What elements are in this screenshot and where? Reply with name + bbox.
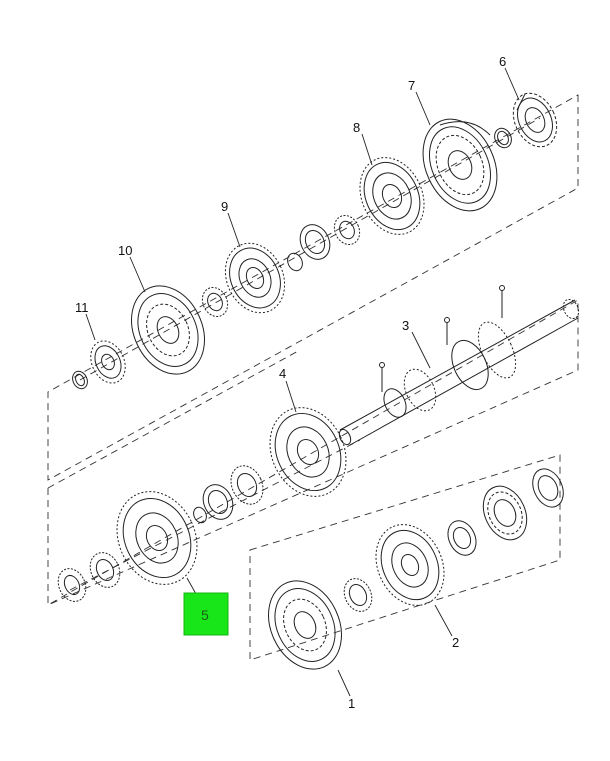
snap-ring-upper <box>287 252 303 272</box>
part-11-ring <box>72 370 88 390</box>
callout-5-highlight[interactable]: 5 <box>183 592 229 636</box>
part-3-main-shaft <box>338 285 580 446</box>
needle-bearing-upper <box>333 214 361 246</box>
part-6-ring <box>494 127 512 149</box>
callout-9: 9 <box>221 199 228 214</box>
part-4-gear <box>269 407 347 497</box>
upper-axis-line <box>79 117 541 381</box>
callout-5: 5 <box>201 607 209 623</box>
part-8-gear <box>359 157 425 235</box>
bearing-race-right <box>532 468 564 508</box>
part-10-synchro-drum <box>131 285 205 375</box>
needle-bearing-lower <box>230 465 264 505</box>
needle-bearing-left-a <box>89 552 121 588</box>
snap-ring-lower <box>193 506 207 524</box>
callout-10: 10 <box>118 243 132 258</box>
part-1-synchro-drum <box>268 580 342 670</box>
needle-bearing-right <box>343 578 373 612</box>
callout-11: 11 <box>75 300 89 315</box>
callout-3: 3 <box>402 318 409 333</box>
callout-8: 8 <box>353 120 360 135</box>
leader-lines <box>85 67 520 697</box>
callout-4: 4 <box>279 366 286 381</box>
callout-5-box[interactable] <box>183 592 229 636</box>
callout-2: 2 <box>452 635 459 650</box>
callout-6: 6 <box>499 54 506 69</box>
callout-labels: 1 2 3 4 6 7 8 9 10 11 <box>75 54 506 711</box>
lower-left-group-outline <box>47 299 579 606</box>
ball-bearing-right <box>482 485 528 541</box>
part-11-gear <box>90 340 126 384</box>
lower-right-group-outline <box>249 454 561 661</box>
thrust-washer-lower <box>202 484 234 520</box>
shaft-axis-line <box>69 439 361 591</box>
callout-1: 1 <box>348 696 355 711</box>
part-2-gear <box>375 524 445 606</box>
upper-group-outline <box>47 94 579 481</box>
thrust-washer-upper <box>299 224 331 260</box>
part-9-gear <box>224 242 286 314</box>
callout-7: 7 <box>408 78 415 93</box>
part-7-synchro-drum <box>422 118 498 212</box>
spacer-ring-right <box>447 520 477 556</box>
assembly-outlines <box>47 94 579 661</box>
needle-bearing-mid <box>201 286 229 318</box>
part-6-gear <box>512 92 558 148</box>
needle-bearing-left-b <box>57 568 87 602</box>
